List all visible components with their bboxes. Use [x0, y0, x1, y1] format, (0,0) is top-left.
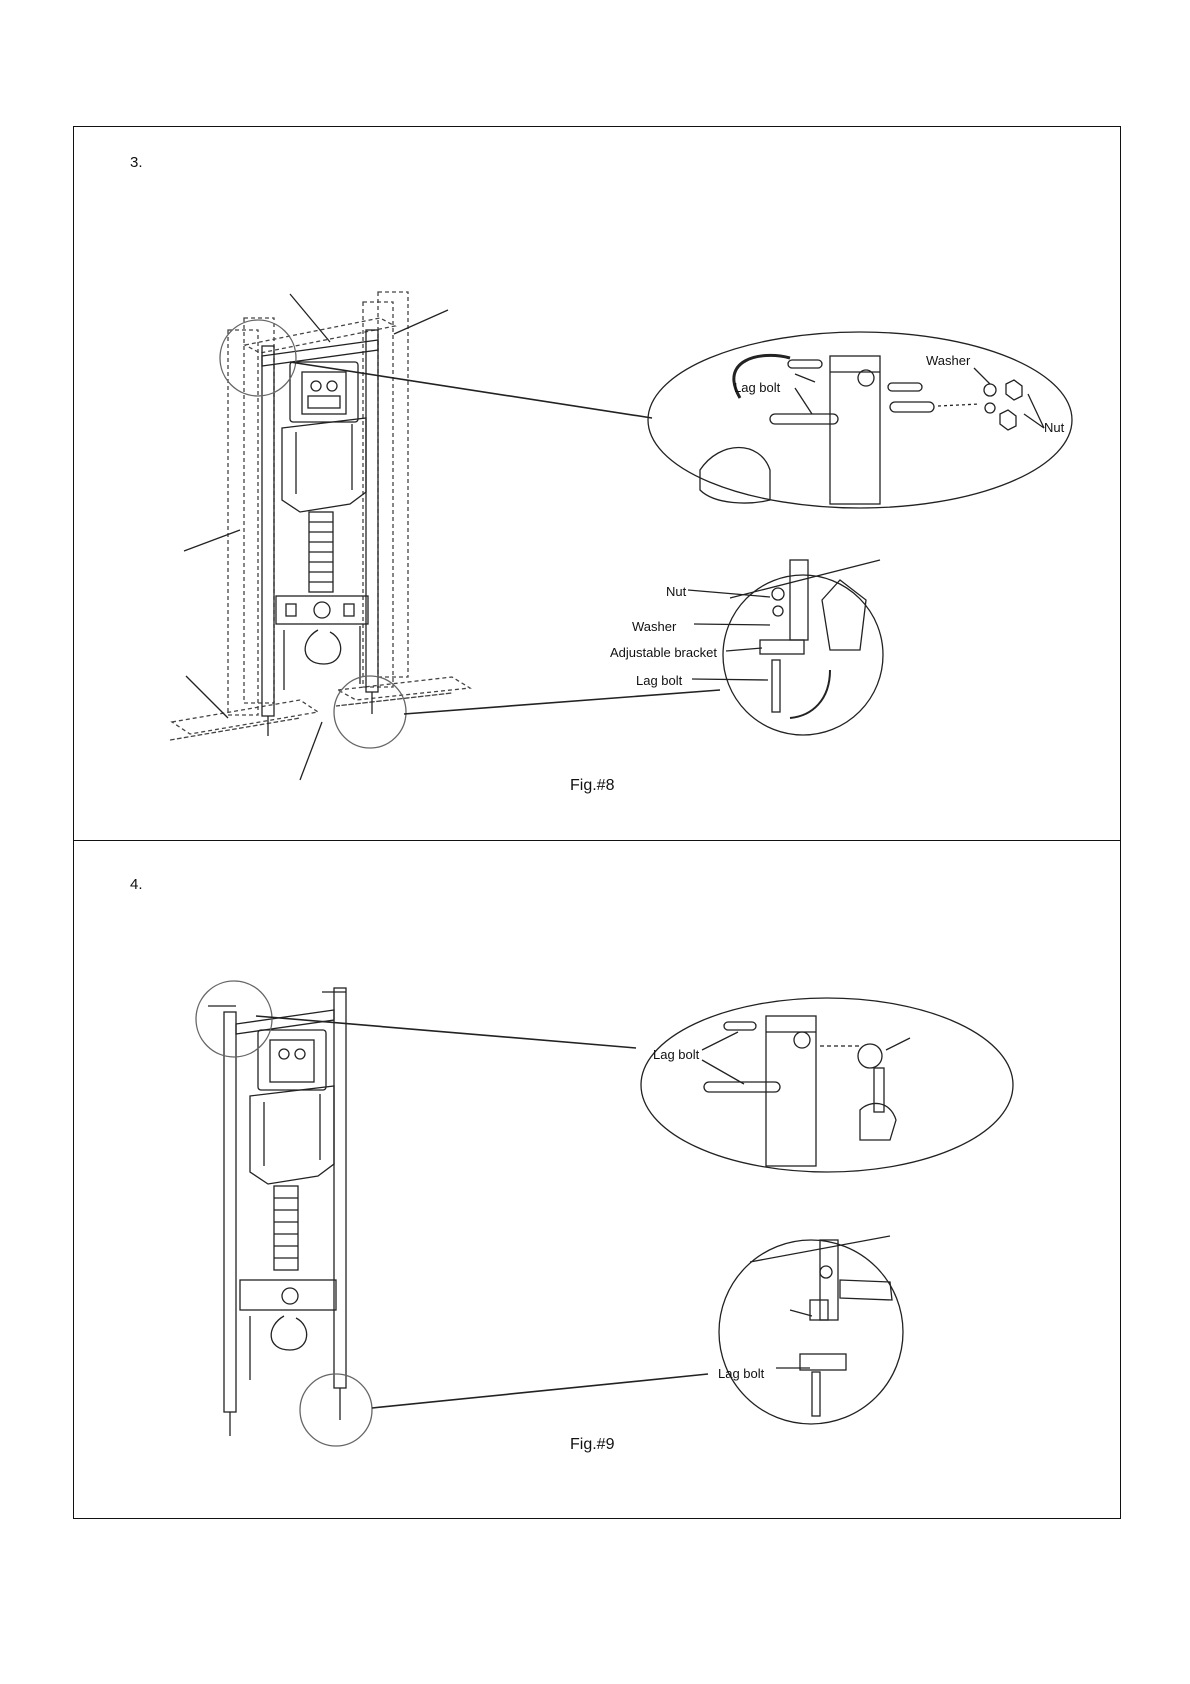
fig9-top-detail: [641, 998, 1013, 1172]
fig9-frame-drawing: [196, 981, 708, 1446]
fig8-label-nut-bottom: Nut: [666, 585, 686, 598]
fig8-caption: Fig.#8: [570, 777, 614, 795]
fig8-label-lag-bolt-top: Lag bolt: [734, 381, 780, 394]
fig8-top-detail: [648, 332, 1072, 508]
step-number-4: 4.: [130, 876, 143, 893]
fig8-frame-drawing: [170, 292, 720, 780]
fig9-label-lag-bolt-bottom: Lag bolt: [718, 1367, 764, 1380]
fig8-label-nut-top: Nut: [1044, 421, 1064, 434]
fig8-label-washer-top: Washer: [926, 354, 970, 367]
step-number-3: 3.: [130, 154, 143, 171]
fig9-label-lag-bolt-top: Lag bolt: [653, 1048, 699, 1061]
fig8-label-adjustable-bracket: Adjustable bracket: [610, 646, 717, 659]
fig9-bottom-detail: [719, 1236, 903, 1424]
fig8-label-washer-bottom: Washer: [632, 620, 676, 633]
fig8-bottom-detail: [688, 560, 883, 735]
fig9-caption: Fig.#9: [570, 1436, 614, 1454]
fig8-label-lag-bolt-bottom: Lag bolt: [636, 674, 682, 687]
